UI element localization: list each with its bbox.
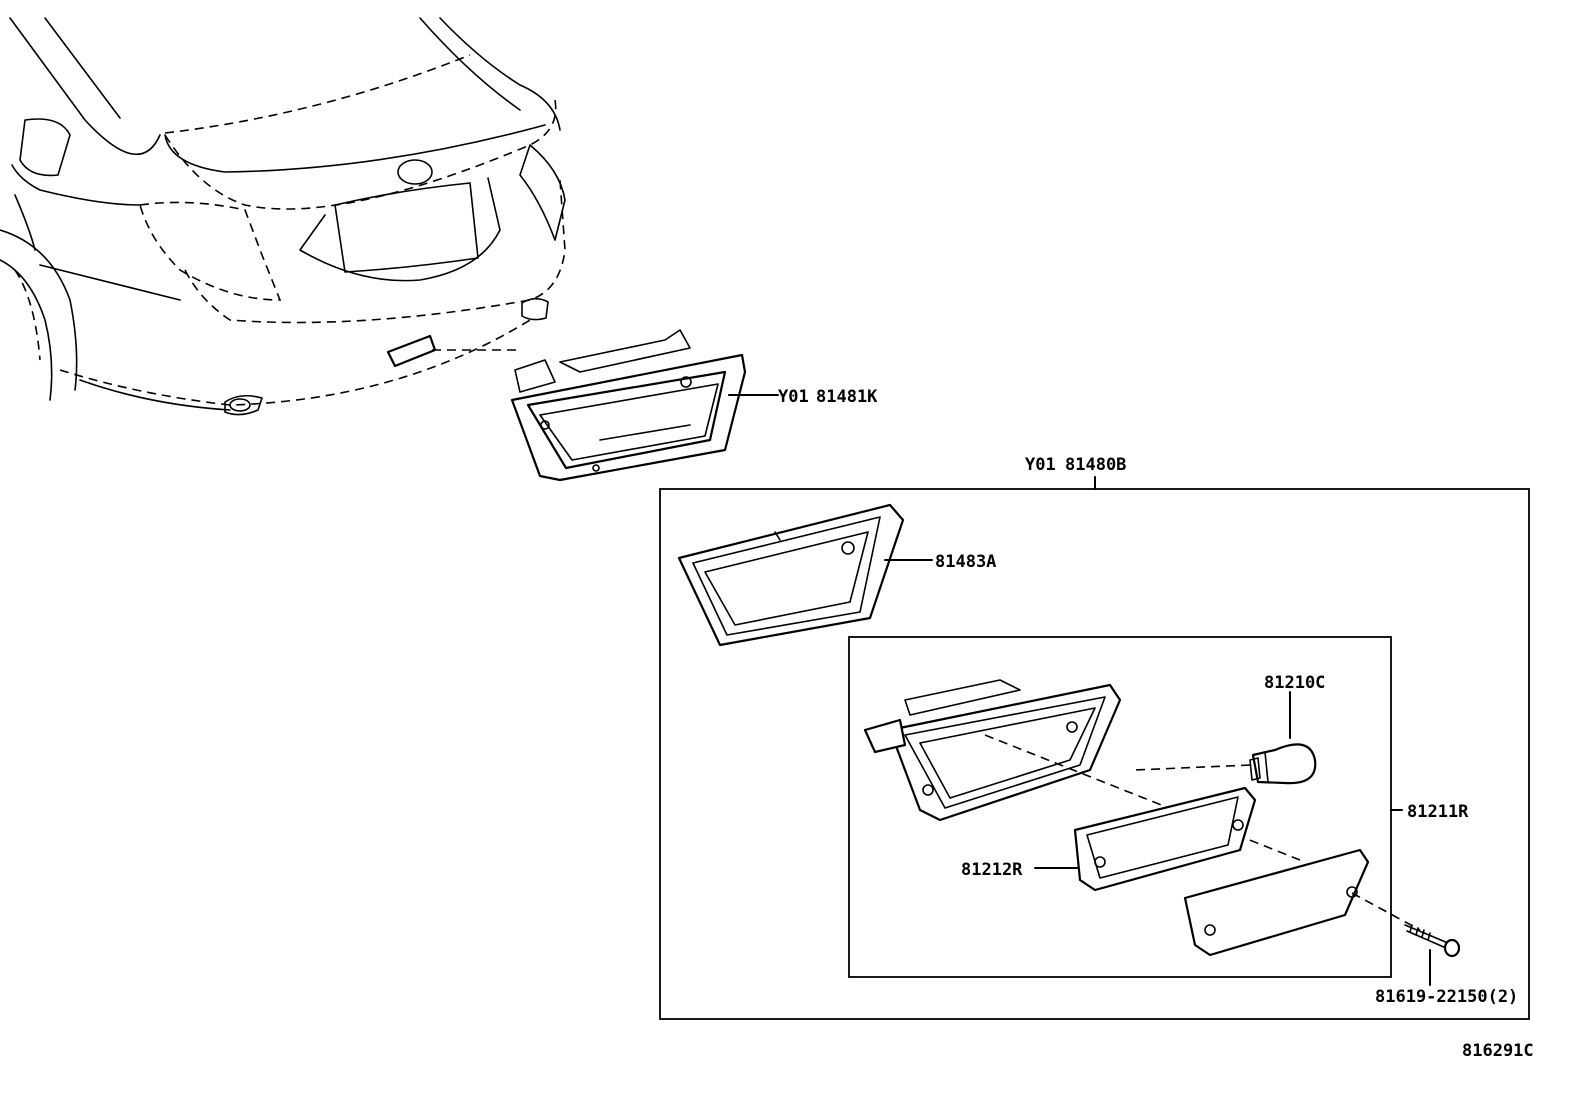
label-81483a: 81483A	[935, 552, 996, 572]
lamp-housing-81211r	[863, 679, 1122, 822]
gasket-81212r	[1073, 786, 1257, 892]
bulb-alignment-line	[1134, 764, 1251, 771]
label-assembly-number: 81480B	[1065, 455, 1126, 475]
lamp-unit-box	[848, 636, 1392, 978]
bracket-81481k	[510, 329, 747, 482]
lens-81211r	[1183, 848, 1370, 957]
screw-81619-22150	[1404, 924, 1461, 958]
label-81211r: 81211R	[1407, 802, 1469, 822]
label-assembly-code: Y01	[1025, 455, 1056, 475]
housing-alignment-line	[984, 734, 1301, 861]
screw-alignment-line	[1351, 892, 1421, 931]
label-81481k-number: 81481K	[816, 387, 878, 407]
label-81210c: 81210C	[1264, 673, 1325, 693]
figure-code: 816291C	[1462, 1041, 1534, 1061]
label-81212r: 81212R	[961, 860, 1023, 880]
bulb-81210c	[1249, 743, 1317, 785]
label-81481k-code: Y01	[778, 387, 809, 407]
bezel-81483a	[677, 503, 905, 647]
label-screw: 81619-22150(2)	[1375, 987, 1518, 1007]
vehicle-rear-outline	[0, 17, 566, 416]
assembly-box	[659, 488, 1530, 1020]
